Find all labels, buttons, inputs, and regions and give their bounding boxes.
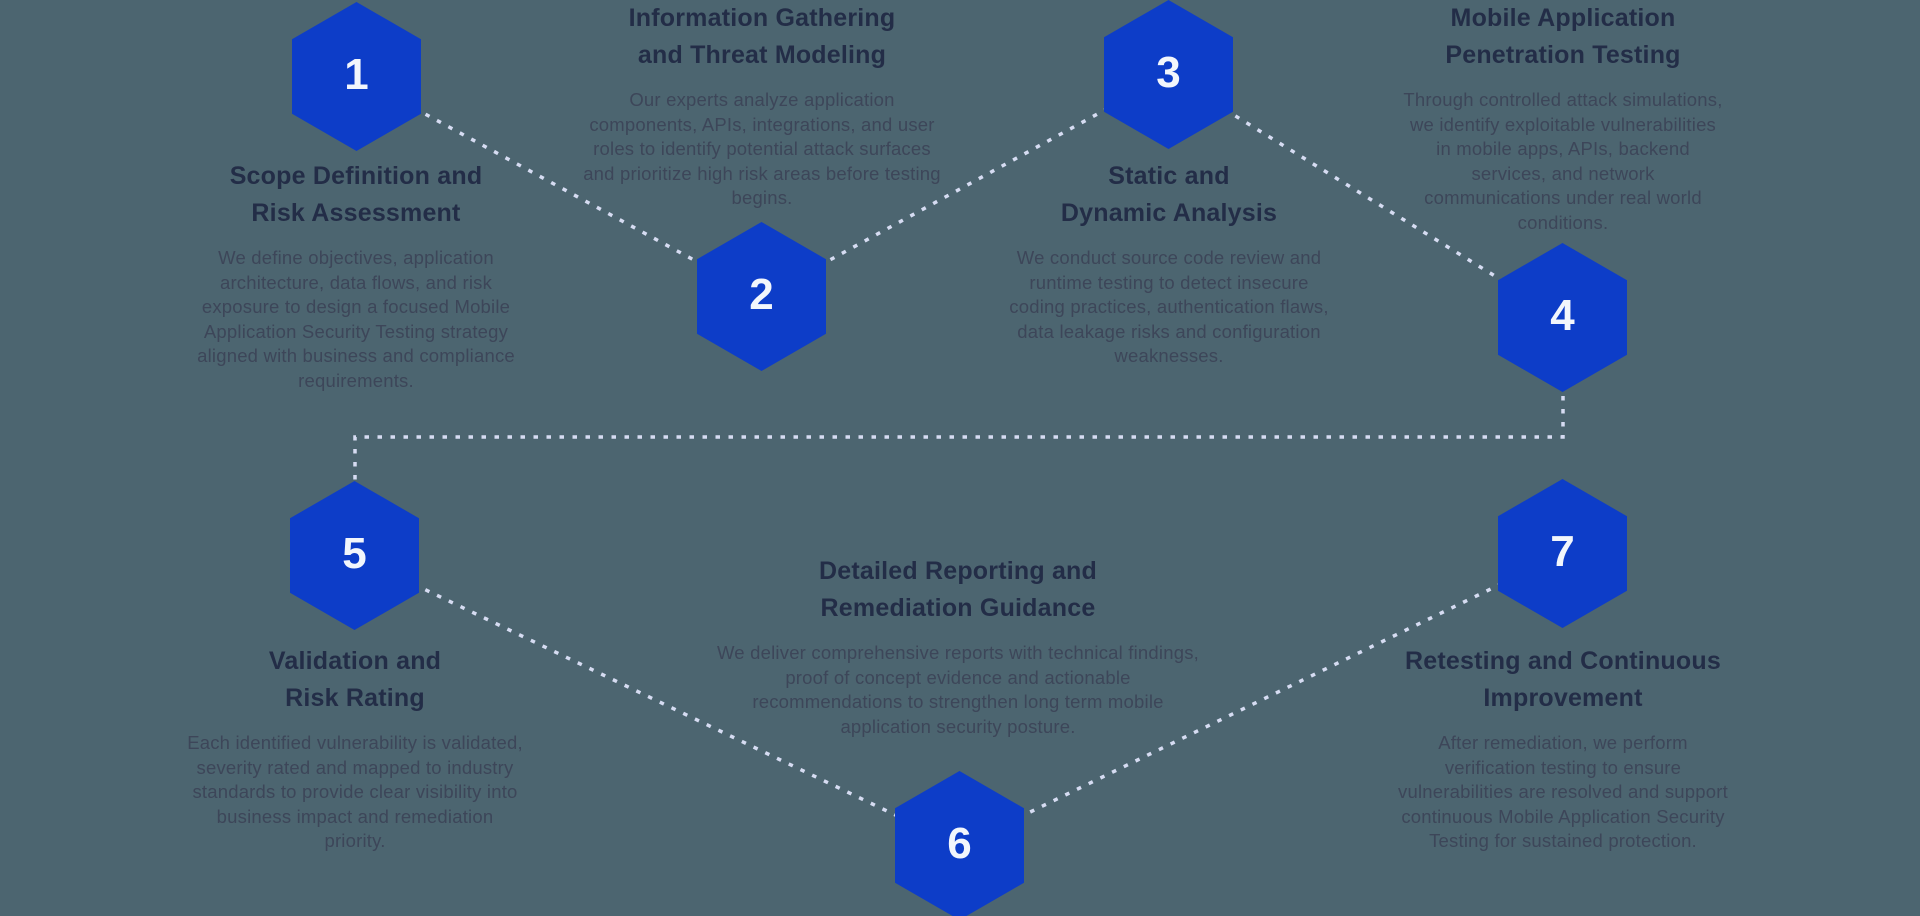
step-4-text-block: Mobile Application Penetration Testing T…	[1343, 0, 1783, 235]
step-3-hexagon: 3	[1104, 0, 1233, 149]
step-3-description: We conduct source code review and runtim…	[1009, 247, 1329, 366]
step-5-text-block: Validation and Risk Rating Each identifi…	[125, 643, 585, 854]
step-2-number: 2	[749, 269, 774, 319]
step-1-text-block: Scope Definition and Risk Assessment We …	[136, 158, 576, 393]
step-3-title: Static and Dynamic Analysis	[1060, 162, 1278, 227]
step-6-text-block: Detailed Reporting and Remediation Guida…	[668, 553, 1248, 739]
step-7-description: After remediation, we perform verificati…	[1398, 732, 1728, 851]
step-4-number: 4	[1550, 290, 1575, 340]
step-3-text-block: Static and Dynamic Analysis We conduct s…	[949, 158, 1389, 369]
step-1-hexagon: 1	[292, 2, 421, 151]
step-7-title: Retesting and Continuous Improvement	[1405, 647, 1721, 712]
step-2-title: Information Gathering and Threat Modelin…	[628, 4, 896, 69]
step-6-title: Detailed Reporting and Remediation Guida…	[818, 557, 1098, 622]
step-6-number: 6	[947, 818, 972, 868]
step-7-text-block: Retesting and Continuous Improvement Aft…	[1333, 643, 1793, 854]
step-4-hexagon: 4	[1498, 243, 1627, 392]
step-1-description: We define objectives, application archit…	[197, 247, 515, 391]
step-5-number: 5	[342, 528, 367, 578]
step-2-description: Our experts analyze application componen…	[583, 89, 941, 208]
step-2-text-block: Information Gathering and Threat Modelin…	[532, 0, 992, 211]
step-4-description: Through controlled attack simulations, w…	[1403, 89, 1723, 233]
step-1-title: Scope Definition and Risk Assessment	[229, 162, 483, 227]
step-3-number: 3	[1156, 47, 1181, 97]
step-5-title: Validation and Risk Rating	[268, 647, 442, 712]
connector-line-5-6	[354, 554, 961, 848]
step-1-number: 1	[344, 49, 369, 99]
step-5-description: Each identified vulnerability is validat…	[187, 732, 523, 851]
step-4-title: Mobile Application Penetration Testing	[1445, 4, 1681, 69]
step-6-description: We deliver comprehensive reports with te…	[716, 642, 1199, 737]
step-7-number: 7	[1550, 526, 1575, 576]
